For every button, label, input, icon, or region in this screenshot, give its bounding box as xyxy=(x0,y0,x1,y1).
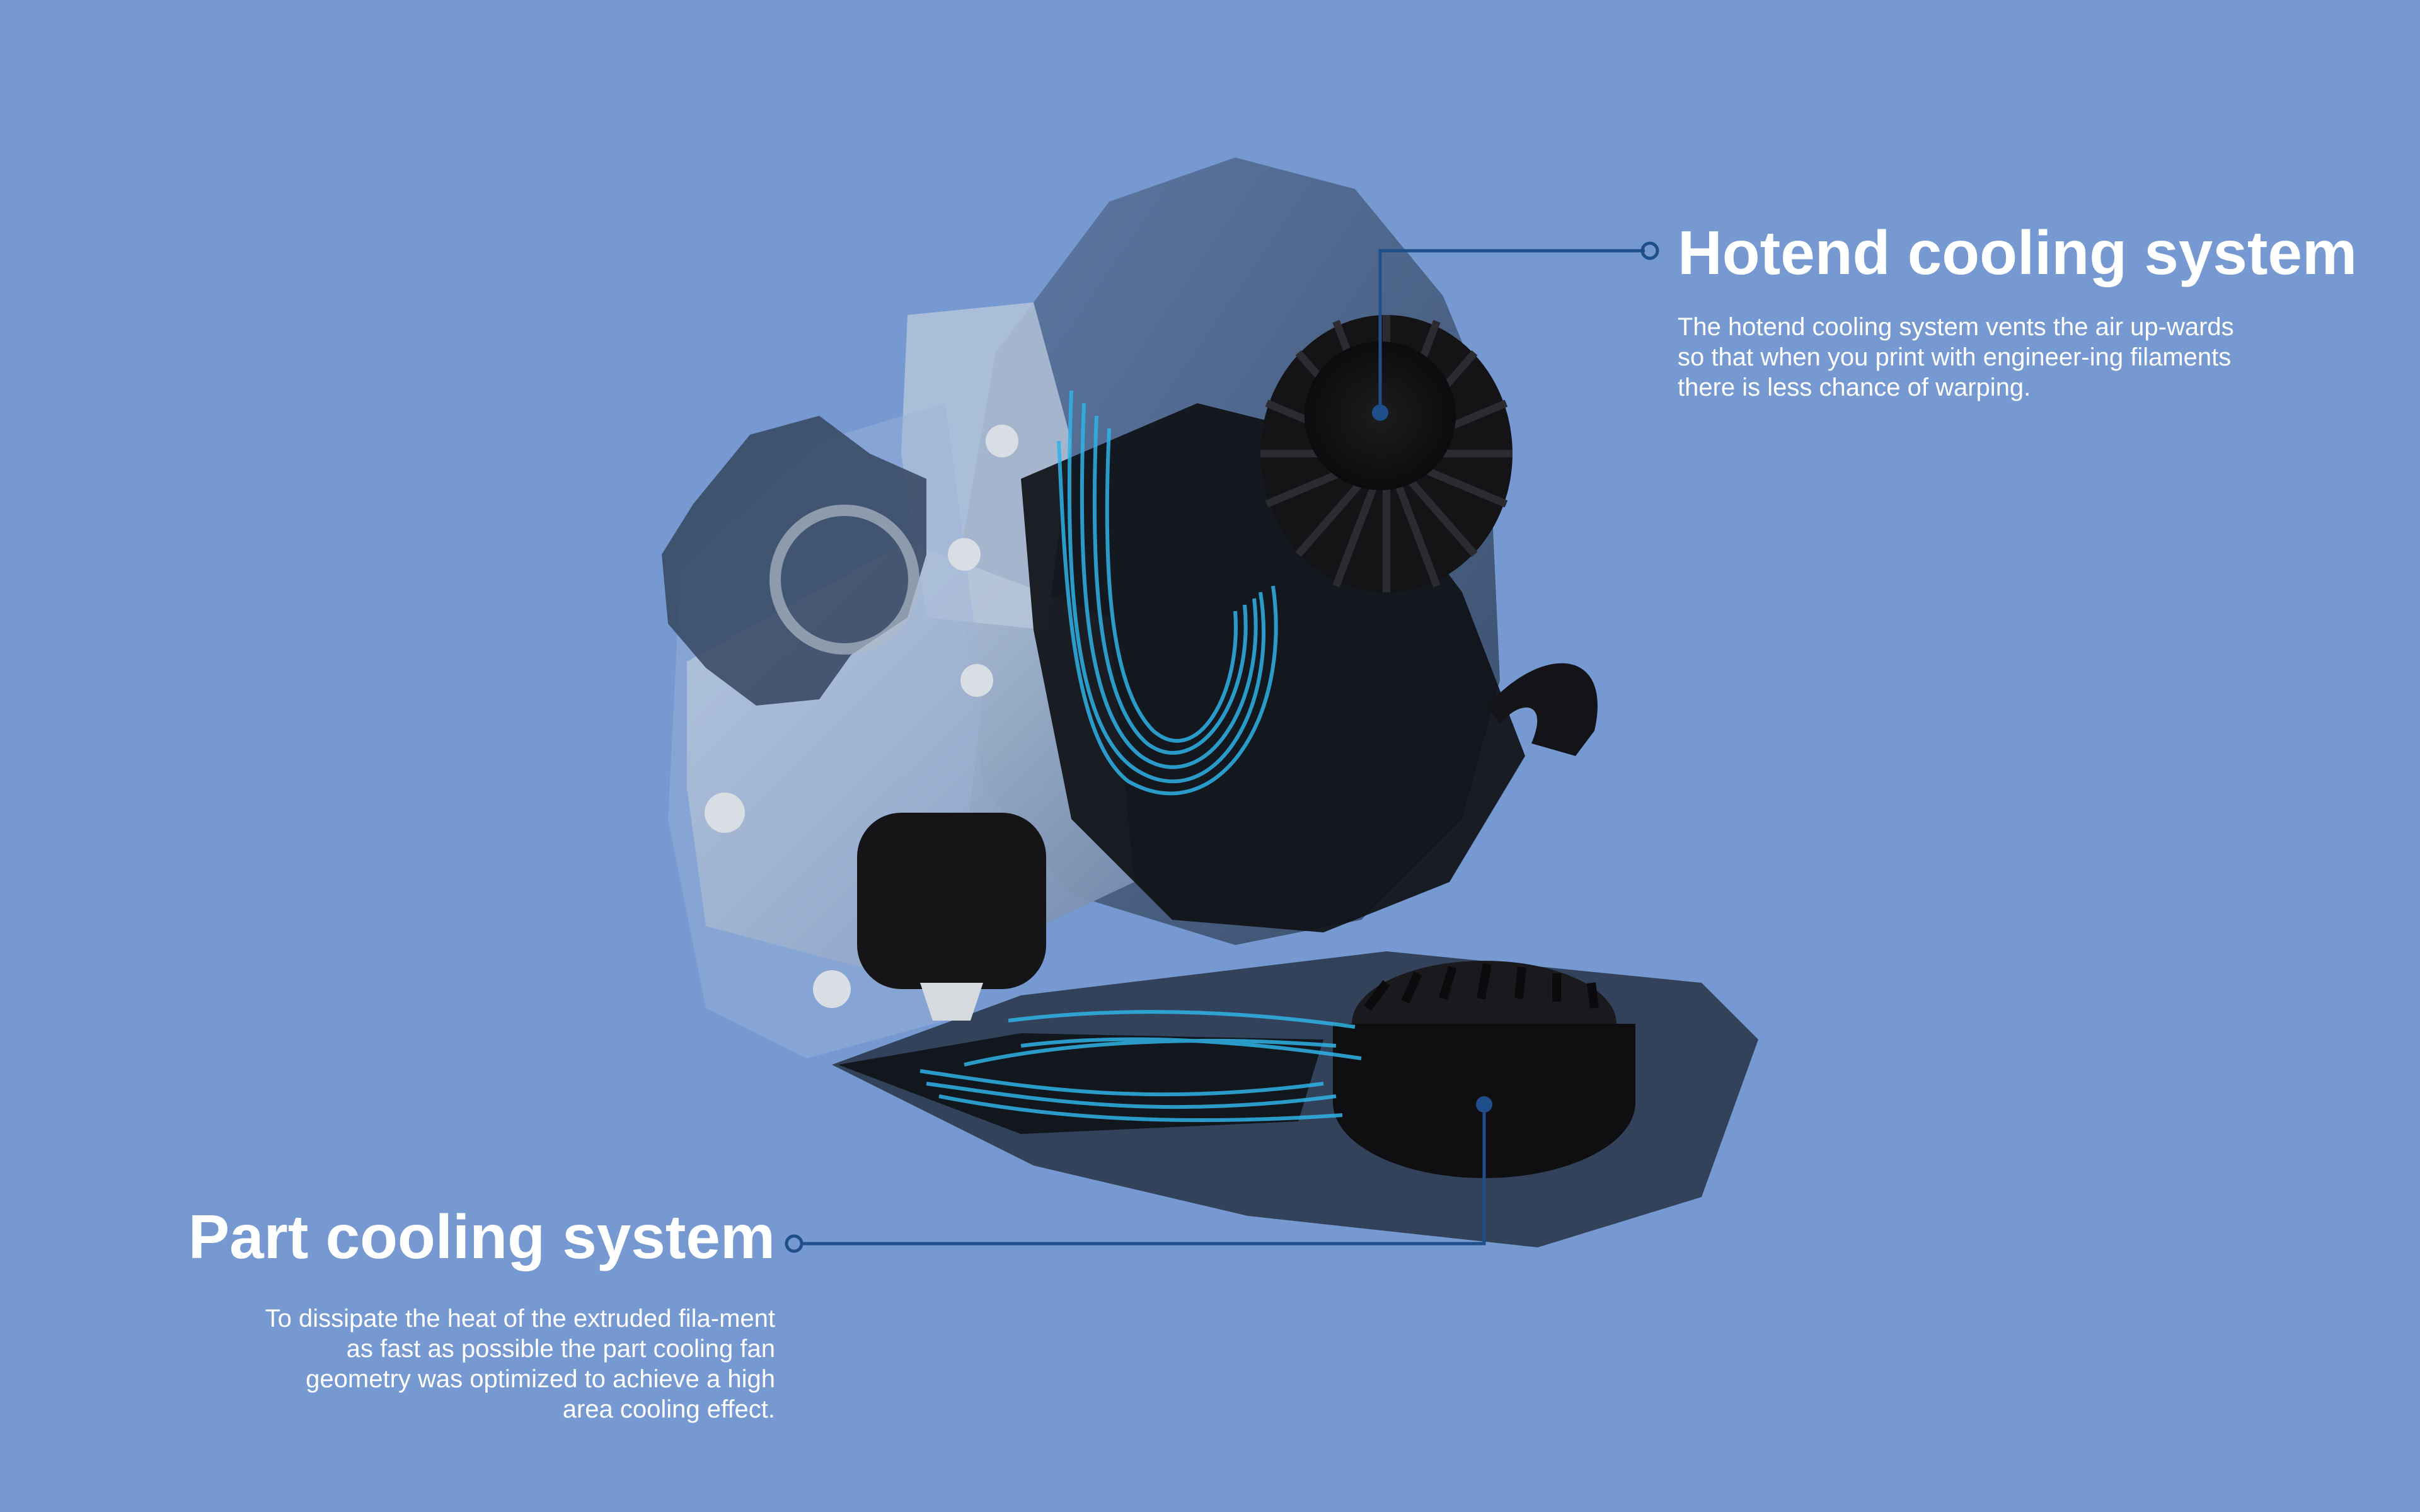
hotend-callout xyxy=(1378,249,1645,413)
nozzle-sock xyxy=(857,813,1046,1021)
part-fan xyxy=(1333,961,1635,1178)
part-description: To dissipate the heat of the extruded fi… xyxy=(265,1304,775,1423)
hotend-label-group: Hotend cooling system The hotend cooling… xyxy=(1678,220,2371,403)
part-label-group: Part cooling system To dissipate the hea… xyxy=(145,1205,775,1424)
hotend-fan xyxy=(1260,315,1512,592)
tension-knob xyxy=(662,416,926,706)
part-airflow xyxy=(919,1010,1362,1123)
hotend-callout-ring xyxy=(1640,241,1659,260)
mount-hook xyxy=(1487,663,1598,756)
hotend-description: The hotend cooling system vents the air … xyxy=(1678,312,2234,401)
part-title: Part cooling system xyxy=(188,1202,775,1271)
hotend-title: Hotend cooling system xyxy=(1678,218,2358,287)
part-callout-ring xyxy=(785,1234,804,1253)
hotend-callout-dot xyxy=(1372,404,1388,421)
hotend-airflow xyxy=(1057,390,1278,796)
part-callout-dot xyxy=(1476,1096,1492,1113)
part-callout xyxy=(800,1104,1486,1246)
